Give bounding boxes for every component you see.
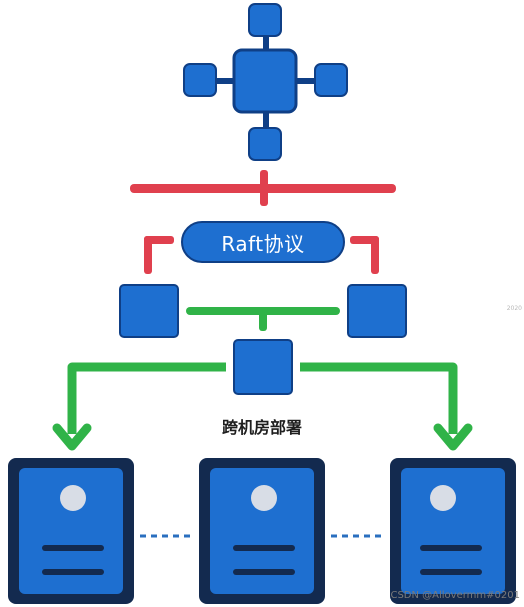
red-connector <box>130 170 396 274</box>
raft-protocol-label: Raft协议 <box>221 231 305 256</box>
side-mark: 2020 <box>506 305 522 312</box>
server-left-icon <box>8 458 134 604</box>
server-right-icon <box>390 458 516 604</box>
watermark: CSDN @Allovermm#0201 <box>390 590 520 601</box>
left-node-icon <box>119 284 179 338</box>
server-center-icon <box>199 458 325 604</box>
network-hub-icon <box>183 3 348 161</box>
green-connector <box>186 307 340 331</box>
raft-protocol-pill <box>181 221 345 263</box>
center-node-icon <box>233 339 293 395</box>
right-down-arrow-icon <box>300 362 473 451</box>
deploy-label: 跨机房部署 <box>221 418 302 437</box>
right-node-icon <box>347 284 407 338</box>
left-down-arrow-icon <box>52 362 226 451</box>
